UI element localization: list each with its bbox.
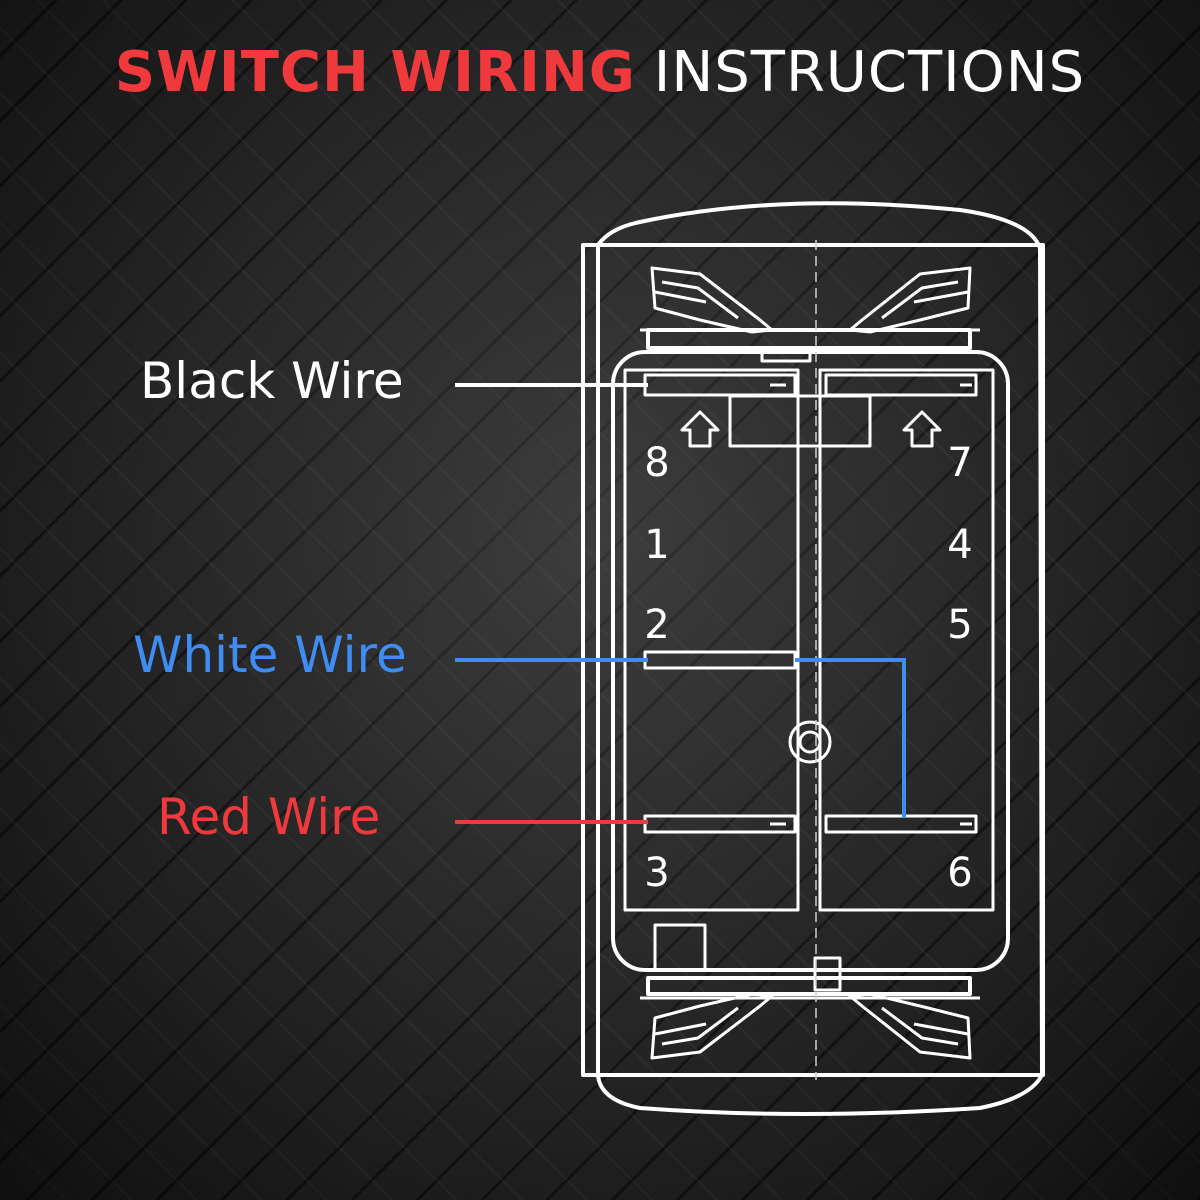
- mounting-screw: [788, 720, 832, 764]
- title-rest: INSTRUCTIONS: [653, 40, 1086, 105]
- pin-number-6: 6: [947, 850, 972, 896]
- lamp-housing: [728, 394, 872, 448]
- terminal-block-left: [623, 368, 800, 912]
- black-wire-label: Black Wire: [140, 352, 404, 410]
- terminal-block-right: [818, 368, 995, 912]
- white-wire-label: White Wire: [133, 626, 407, 684]
- arrow-up-icon: [902, 410, 942, 448]
- pin-number-3: 3: [644, 850, 669, 896]
- top-clip-left: [650, 266, 774, 334]
- pin-number-1: 1: [644, 522, 669, 568]
- bottom-clip-right: [848, 992, 972, 1060]
- title-highlight: SWITCH WIRING: [114, 40, 636, 105]
- page-title: SWITCH WIRING INSTRUCTIONS: [0, 40, 1200, 105]
- pin-number-4: 4: [947, 522, 972, 568]
- pin-number-5: 5: [947, 602, 972, 648]
- pin-number-2: 2: [644, 602, 669, 648]
- white-wire: [455, 658, 906, 818]
- pin-number-7: 7: [947, 440, 972, 486]
- pin-number-8: 8: [644, 440, 669, 486]
- bottom-clip-left: [650, 992, 774, 1060]
- top-clip-right: [848, 266, 972, 334]
- top-bracket: [646, 328, 972, 350]
- bottom-bracket: [646, 976, 972, 996]
- arrow-up-icon: [680, 410, 720, 448]
- red-wire-label: Red Wire: [157, 788, 381, 846]
